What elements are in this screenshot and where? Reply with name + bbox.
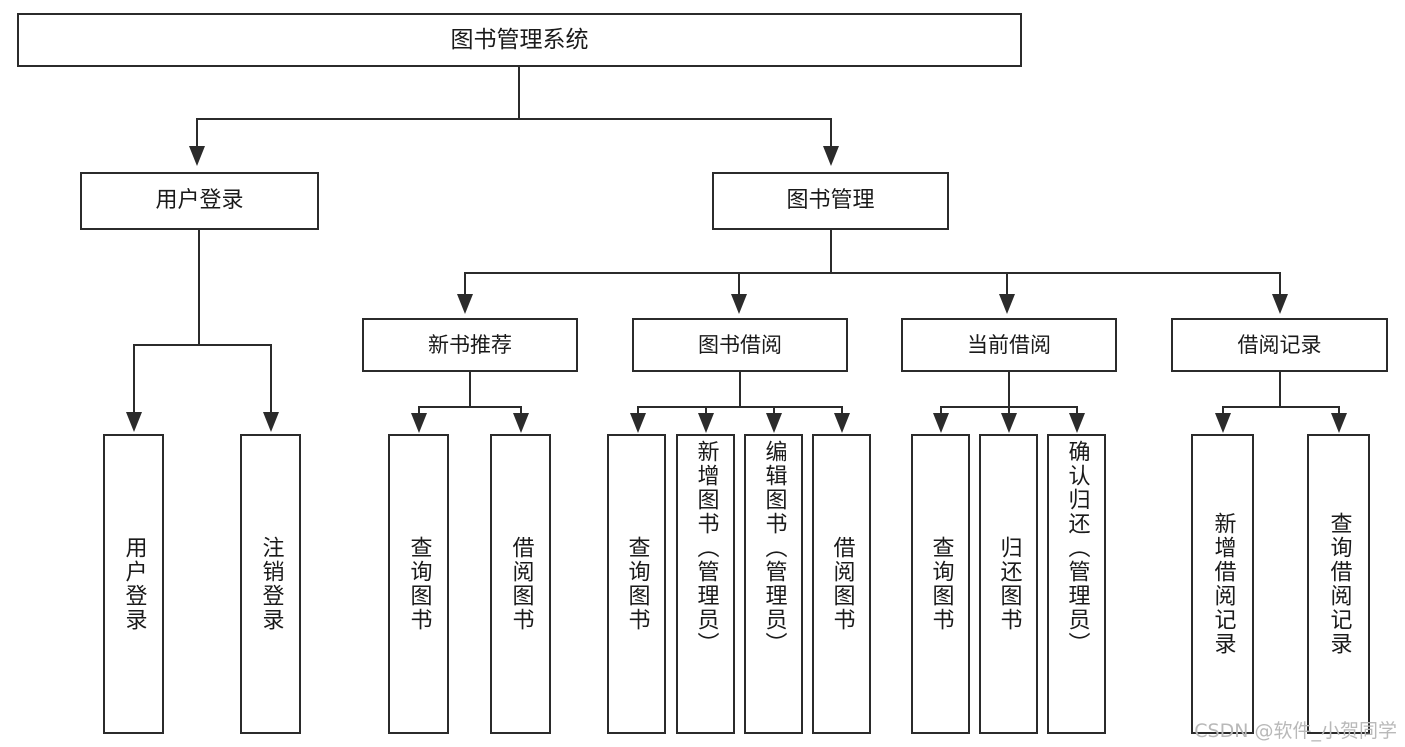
connector-root-bus <box>196 118 832 120</box>
arrowhead-nbr-leaf2 <box>513 413 529 433</box>
connector-root-stem <box>518 67 520 119</box>
node-borrow-record[interactable]: 借阅记录 <box>1171 318 1388 372</box>
leaf-label: 归还图书 <box>996 536 1022 632</box>
arrowhead-user-login <box>189 146 205 166</box>
arrowhead-cb-leaf3 <box>1069 413 1085 433</box>
connector-book-manage-stem <box>830 230 832 273</box>
connector-user-login-leaf1 <box>133 344 135 413</box>
connector-bb-stem <box>739 372 741 407</box>
leaf-borrow-book-2[interactable]: 借阅图书 <box>812 434 871 734</box>
leaf-label: 新增图书（管理员） <box>693 440 719 656</box>
connector-nbr-bus <box>418 406 521 408</box>
connector-br-stem <box>1279 372 1281 407</box>
arrowhead-book-manage <box>823 146 839 166</box>
connector-br-leaf1 <box>1222 406 1224 415</box>
node-root-system[interactable]: 图书管理系统 <box>17 13 1022 67</box>
node-label: 用户登录 <box>155 188 244 214</box>
connector-user-login-leaf2 <box>270 344 272 413</box>
leaf-edit-book[interactable]: 编辑图书（管理员） <box>744 434 803 734</box>
arrowhead-cb-leaf1 <box>933 413 949 433</box>
arrowhead-bb-leaf4 <box>834 413 850 433</box>
arrowhead-book-borrow <box>731 294 747 314</box>
connector-to-book-borrow <box>738 272 740 294</box>
leaf-label: 查询借阅记录 <box>1326 512 1352 656</box>
node-label: 图书管理 <box>786 188 875 214</box>
connector-bb-leaf3 <box>773 406 775 415</box>
node-current-borrow[interactable]: 当前借阅 <box>901 318 1117 372</box>
leaf-label: 用户登录 <box>121 536 147 632</box>
node-user-login[interactable]: 用户登录 <box>80 172 319 230</box>
leaf-label: 查询图书 <box>928 536 954 632</box>
leaf-confirm-return[interactable]: 确认归还（管理员） <box>1047 434 1106 734</box>
connector-to-new-book-recommend <box>464 272 466 294</box>
leaf-query-book-3[interactable]: 查询图书 <box>911 434 970 734</box>
connector-cb-leaf3 <box>1076 406 1078 415</box>
leaf-label: 借阅图书 <box>508 536 534 632</box>
leaf-label: 新增借阅记录 <box>1210 512 1236 656</box>
leaf-label: 查询图书 <box>624 536 650 632</box>
leaf-label: 查询图书 <box>406 536 432 632</box>
connector-bb-leaf1 <box>637 406 639 415</box>
connector-user-login-bus <box>133 344 271 346</box>
connector-to-borrow-record <box>1279 272 1281 294</box>
arrowhead-bb-leaf2 <box>698 413 714 433</box>
connector-nbr-leaf1 <box>418 406 420 415</box>
arrowhead-leaf-logout <box>263 412 279 432</box>
arrowhead-current-borrow <box>999 294 1015 314</box>
node-label: 当前借阅 <box>967 332 1051 357</box>
leaf-label: 确认归还（管理员） <box>1064 440 1090 656</box>
connector-br-bus <box>1222 406 1339 408</box>
leaf-add-record[interactable]: 新增借阅记录 <box>1191 434 1254 734</box>
arrowhead-bb-leaf1 <box>630 413 646 433</box>
connector-root-to-user-login <box>196 118 198 146</box>
leaf-query-record[interactable]: 查询借阅记录 <box>1307 434 1370 734</box>
node-new-book-recommend[interactable]: 新书推荐 <box>362 318 578 372</box>
connector-bb-leaf4 <box>841 406 843 415</box>
node-label: 图书借阅 <box>698 332 782 357</box>
arrowhead-nbr-leaf1 <box>411 413 427 433</box>
connector-nbr-stem <box>469 372 471 407</box>
connector-cb-stem <box>1008 372 1010 407</box>
node-label: 图书管理系统 <box>450 26 589 53</box>
connector-to-current-borrow <box>1006 272 1008 294</box>
leaf-return-book[interactable]: 归还图书 <box>979 434 1038 734</box>
connector-bb-leaf2 <box>705 406 707 415</box>
leaf-label: 注销登录 <box>258 536 284 632</box>
node-label: 新书推荐 <box>428 332 512 357</box>
leaf-user-login[interactable]: 用户登录 <box>103 434 164 734</box>
node-label: 借阅记录 <box>1237 332 1322 357</box>
arrowhead-cb-leaf2 <box>1001 413 1017 433</box>
arrowhead-leaf-user-login <box>126 412 142 432</box>
connector-book-manage-bus <box>464 272 1281 274</box>
arrowhead-bb-leaf3 <box>766 413 782 433</box>
connector-nbr-leaf2 <box>520 406 522 415</box>
leaf-logout[interactable]: 注销登录 <box>240 434 301 734</box>
connector-br-leaf2 <box>1338 406 1340 415</box>
leaf-query-book-1[interactable]: 查询图书 <box>388 434 449 734</box>
connector-root-to-book-manage <box>830 118 832 146</box>
leaf-add-book[interactable]: 新增图书（管理员） <box>676 434 735 734</box>
arrowhead-borrow-record <box>1272 294 1288 314</box>
leaf-label: 编辑图书（管理员） <box>761 440 787 656</box>
connector-cb-leaf2 <box>1008 406 1010 415</box>
arrowhead-new-book-recommend <box>457 294 473 314</box>
connector-bb-bus <box>637 406 842 408</box>
leaf-borrow-book-1[interactable]: 借阅图书 <box>490 434 551 734</box>
arrowhead-br-leaf1 <box>1215 413 1231 433</box>
node-book-borrow[interactable]: 图书借阅 <box>632 318 848 372</box>
node-book-manage[interactable]: 图书管理 <box>712 172 949 230</box>
leaf-label: 借阅图书 <box>829 536 855 632</box>
connector-user-login-stem <box>198 230 200 345</box>
leaf-query-book-2[interactable]: 查询图书 <box>607 434 666 734</box>
arrowhead-br-leaf2 <box>1331 413 1347 433</box>
connector-cb-leaf1 <box>940 406 942 415</box>
